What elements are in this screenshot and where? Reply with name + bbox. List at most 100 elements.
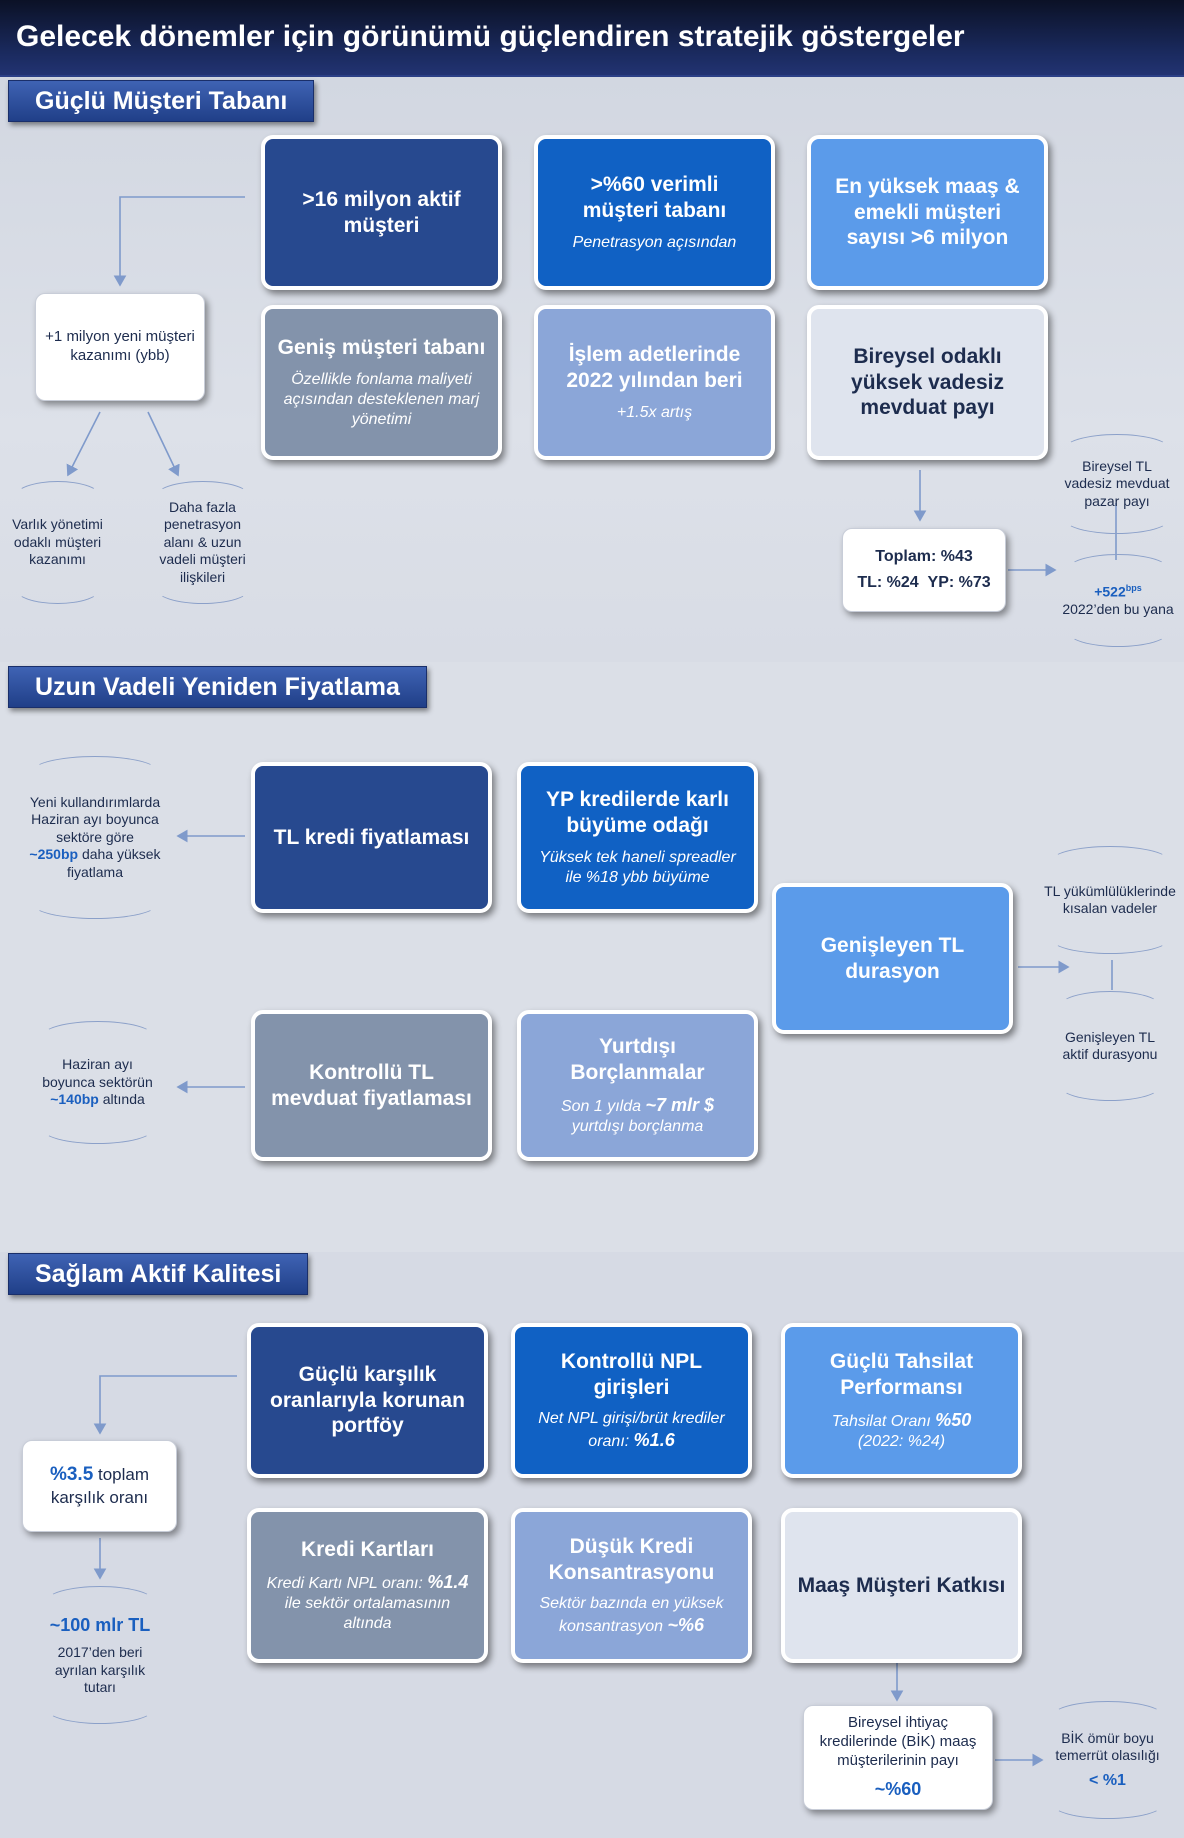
card-heading: Bireysel odaklı yüksek vadesiz mevduat p…	[851, 345, 1004, 420]
card-transactions: İşlem adetlerinde 2022 yılından beri +1.…	[534, 305, 775, 460]
note-value: ~250bp	[29, 846, 79, 863]
card-heading: Kontrollü NPL girişleri	[560, 1349, 703, 1399]
card-fx-loans: YP kredilerde karlı büyüme odağı Yüksek …	[517, 762, 758, 913]
note-market-share: Bireysel TL vadesiz mevduat pazar payı	[1058, 448, 1176, 520]
card-heading: TL kredi fiyatlaması	[273, 825, 470, 849]
card-npl-inflows: Kontrollü NPL girişleri Net NPL girişi/b…	[511, 1323, 752, 1478]
note-provision-amount: ~100 mlr TL 2017’den beri ayrılan karşıl…	[40, 1600, 160, 1710]
card-heading: Güçlü Tahsilat Performansı	[829, 1349, 974, 1399]
card-heading: Kredi Kartları	[300, 1537, 435, 1561]
card-heading: Yurtdışı Borçlanmalar	[570, 1034, 705, 1084]
card-external-borrowing: Yurtdışı Borçlanmalar Son 1 yılda ~7 mlr…	[517, 1010, 758, 1161]
card-active-customers: >16 milyon aktif müşteri	[261, 135, 502, 290]
subtext-part: Net NPL girişi/brüt krediler oranı:	[538, 1410, 725, 1451]
new-customers-box: +1 milyon yeni müşteri kazanımı (ybb)	[35, 293, 205, 401]
card-subtext: Son 1 yılda ~7 mlr $ yurtdışı borçlanma	[561, 1094, 714, 1137]
subtext-part: ile sektör ortalamasının altında	[284, 1595, 451, 1633]
tl-fx-share: TL: %24 YP: %73	[857, 570, 990, 596]
note-liability-maturity: TL yükümlülüklerinde kısalan vadeler	[1044, 860, 1176, 940]
card-productive-customers: >%60 verimli müşteri tabanı Penetrasyon …	[534, 135, 775, 290]
note-value: ~140bp	[50, 1091, 99, 1108]
note-text: Daha fazla penetrasyon alanı & uzun vade…	[159, 498, 246, 585]
card-demand-deposit: Bireysel odaklı yüksek vadesiz mevduat p…	[807, 305, 1048, 460]
subtext-part: yurtdışı borçlanma	[571, 1118, 704, 1136]
tl-share: TL: %24	[857, 574, 919, 591]
card-subtext: Özellikle fonlama maliyeti açısından des…	[283, 370, 480, 428]
card-credit-cards: Kredi Kartları Kredi Kartı NPL oranı: %1…	[247, 1508, 488, 1663]
bps-unit: bps	[1125, 582, 1142, 593]
card-heading: Geniş müşteri tabanı	[277, 336, 486, 360]
note-text: BİK ömür boyu temerrüt olasılığı	[1055, 1729, 1160, 1764]
note-asset-duration: Genişleyen TL aktif durasyonu	[1054, 1005, 1166, 1087]
section-heading-repricing: Uzun Vadeli Yeniden Fiyatlama	[8, 666, 427, 708]
card-subtext: +1.5x artış	[616, 403, 693, 421]
card-salary-customers: En yüksek maaş & emekli müşteri sayısı >…	[807, 135, 1048, 290]
card-heading: YP kredilerde karlı büyüme odağı	[546, 788, 729, 837]
card-heading: Güçlü karşılık oranlarıyla korunan portf…	[270, 1363, 465, 1438]
page-title: Gelecek dönemler için görünümü güçlendir…	[16, 20, 965, 53]
fx-share: YP: %73	[927, 574, 991, 591]
note-new-loan-pricing: Yeni kullandırımlarda Haziran ayı boyunc…	[25, 770, 165, 905]
card-subtext: Tahsilat Oranı %50 (2022: %24)	[832, 1409, 972, 1452]
card-subtext: Yüksek tek haneli spreadler ile %18 ybb …	[539, 848, 736, 886]
subtext-value: %50	[935, 1410, 972, 1431]
note-text: Haziran ayı boyunca sektörün	[42, 1056, 153, 1090]
provision-ratio-value: %3.5	[49, 1463, 94, 1485]
subtext-part: Kredi Kartı NPL oranı:	[266, 1575, 423, 1593]
provision-ratio-label: toplam karşılık oranı	[50, 1464, 150, 1508]
card-collection-performance: Güçlü Tahsilat Performansı Tahsilat Oran…	[781, 1323, 1022, 1478]
card-tl-deposit-pricing: Kontrollü TL mevduat fiyatlaması	[251, 1010, 492, 1161]
new-customers-text: +1 milyon yeni müşteri kazanımı (ybb)	[45, 328, 195, 364]
card-heading: Düşük Kredi Konsantrasyonu	[548, 1534, 715, 1584]
card-subtext: Sektör bazında en yüksek konsantrasyon ~…	[527, 1594, 736, 1637]
total-share: Toplam: %43	[875, 548, 973, 566]
subtext-value: %1.6	[633, 1430, 675, 1451]
salary-share-value: ~%60	[874, 1779, 922, 1800]
subtext-part: Son 1 yılda	[560, 1098, 642, 1116]
note-bps-increase: +522bps 2022’den bu yana	[1062, 568, 1174, 633]
card-heading: Kontrollü TL mevduat fiyatlaması	[271, 1060, 472, 1110]
note-text: 2017’den beri ayrılan karşılık tutarı	[54, 1644, 146, 1695]
note-text: Bireysel TL vadesiz mevduat pazar payı	[1064, 457, 1170, 509]
note-text: Genişleyen TL aktif durasyonu	[1062, 1028, 1158, 1063]
salary-share-text: Bireysel ihtiyaç kredilerinde (BİK) maaş…	[819, 1714, 977, 1769]
section-heading-customer: Güçlü Müşteri Tabanı	[8, 80, 315, 122]
card-heading: >%60 verimli müşteri tabanı	[582, 173, 727, 222]
subtext-part: Tahsilat Oranı	[831, 1413, 931, 1431]
card-broad-base: Geniş müşteri tabanı Özellikle fonlama m…	[261, 305, 502, 460]
card-heading: Maaş Müşteri Katkısı	[797, 1573, 1006, 1597]
card-credit-concentration: Düşük Kredi Konsantrasyonu Sektör bazınd…	[511, 1508, 752, 1663]
card-heading: İşlem adetlerinde 2022 yılından beri	[566, 343, 743, 392]
note-text: daha yüksek fiyatlama	[66, 846, 161, 880]
subtext-part: Sektör bazında en yüksek konsantrasyon	[539, 1595, 724, 1636]
note-text: Varlık yönetimi odaklı müşteri kazanımı	[12, 516, 103, 568]
bps-text: 2022’den bu yana	[1062, 600, 1174, 617]
card-tl-loan-pricing: TL kredi fiyatlaması	[251, 762, 492, 913]
card-heading: >16 milyon aktif müşteri	[302, 187, 461, 237]
subtext-value: %1.4	[427, 1572, 469, 1593]
note-deposit-spread: Haziran ayı boyunca sektörün ~140bp altı…	[35, 1035, 160, 1130]
salary-share-box: Bireysel ihtiyaç kredilerinde (BİK) maaş…	[803, 1705, 993, 1810]
section-heading-asset-quality: Sağlam Aktif Kalitesi	[8, 1253, 309, 1295]
subtext-part: (2022: %24)	[857, 1433, 946, 1451]
card-provision-portfolio: Güçlü karşılık oranlarıyla korunan portf…	[247, 1323, 488, 1478]
subtext-value: ~%6	[667, 1615, 705, 1636]
note-value-line: ~250bp daha yüksek fiyatlama	[25, 846, 165, 881]
note-value-line: ~140bp altında	[50, 1091, 145, 1109]
subtext-value: ~7 mlr $	[645, 1095, 715, 1116]
card-heading: En yüksek maaş & emekli müşteri sayısı >…	[835, 175, 1020, 250]
note-value: ~100 mlr TL	[49, 1614, 151, 1635]
bps-value: +522	[1094, 583, 1126, 600]
note-text: TL yükümlülüklerinde kısalan vadeler	[1044, 882, 1176, 917]
title-bar: Gelecek dönemler için görünümü güçlendir…	[0, 0, 1184, 77]
provision-ratio-box: %3.5 toplam karşılık oranı	[22, 1440, 177, 1532]
card-tl-duration: Genişleyen TL durasyon	[772, 883, 1013, 1034]
note-wealth-management: Varlık yönetimi odaklı müşteri kazanımı	[10, 495, 105, 590]
note-value: < %1	[1089, 1771, 1126, 1789]
card-subtext: Net NPL girişi/brüt krediler oranı: %1.6	[527, 1409, 736, 1452]
bps-value-line: +522bps	[1094, 583, 1142, 601]
provision-ratio-text: %3.5 toplam karşılık oranı	[29, 1462, 170, 1511]
card-heading: Genişleyen TL durasyon	[820, 933, 965, 983]
card-salary-contribution: Maaş Müşteri Katkısı	[781, 1508, 1022, 1663]
